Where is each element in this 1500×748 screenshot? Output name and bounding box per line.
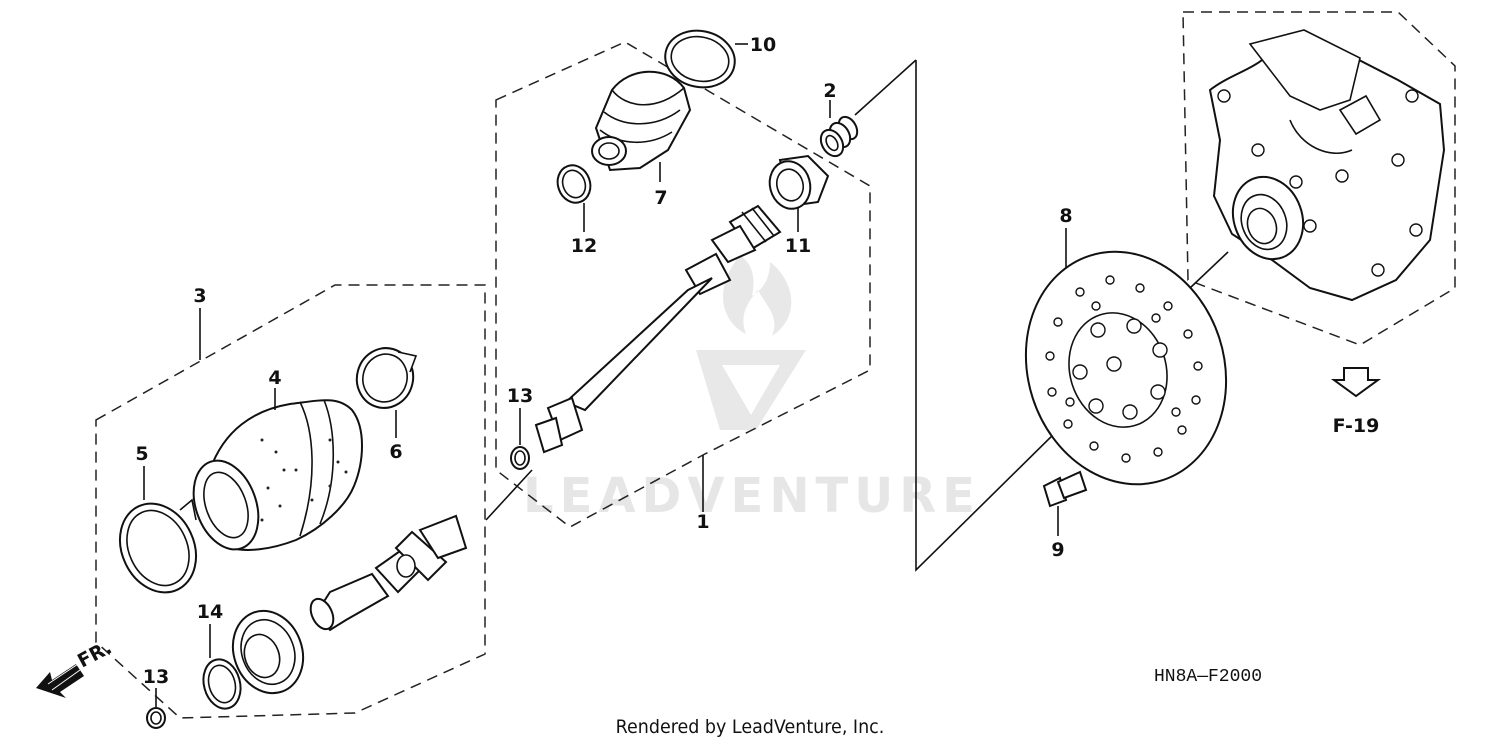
callout-11: 11 [785,235,811,257]
callout-2: 2 [823,80,836,102]
callout-13-upper: 13 [507,385,533,407]
boot-4 [192,399,363,551]
final-drive-housing [1208,29,1446,302]
final-drive-outline [1182,11,1456,346]
joint-boot-7 [591,70,692,172]
front-label: FR. [74,636,115,672]
bearing-11 [768,154,830,210]
spring-2 [819,115,859,158]
callout-13-lower: 13 [143,666,169,688]
disc-to-hub-line [1189,251,1229,289]
callout-12: 12 [571,235,597,257]
band-5 [119,498,197,594]
band-6 [355,347,418,409]
circlip-13-upper [510,446,530,470]
callout-6: 6 [389,441,402,463]
front-arrow-icon [36,663,84,698]
callout-10: 10 [750,34,776,56]
driveshaft-assembly-outline [495,41,871,528]
callout-9: 9 [1051,539,1064,561]
callout-3: 3 [193,285,206,307]
universal-joint [309,514,468,632]
down-arrow-icon [1330,367,1382,398]
seal [231,609,305,695]
circlip-13-lower [146,707,166,729]
watermark-flame-icon [696,255,806,430]
leader-2 [854,59,917,116]
snap-ring-14 [202,658,242,710]
callout-1: 1 [696,511,709,533]
callout-8: 8 [1059,205,1072,227]
leader-13-joint [485,469,533,521]
callout-4: 4 [268,367,281,389]
o-ring-10 [664,29,736,89]
callout-7: 7 [654,187,667,209]
brake-disc-group-line [915,60,1063,572]
reference-label: F-19 [1333,415,1380,437]
watermark: LEADVENTURE [523,255,981,524]
callout-5: 5 [135,443,148,465]
watermark-text: LEADVENTURE [523,468,981,524]
callout-14: 14 [197,601,223,623]
brake-disc-8 [1024,250,1228,486]
credit-text: Rendered by LeadVenture, Inc. [615,716,885,738]
boot-kit-outline [95,284,486,719]
bolt-9 [1042,470,1088,508]
diagram-code: HN8A—F2000 [1154,667,1262,687]
ring-12 [556,164,592,204]
driveshaft-1 [534,204,782,454]
